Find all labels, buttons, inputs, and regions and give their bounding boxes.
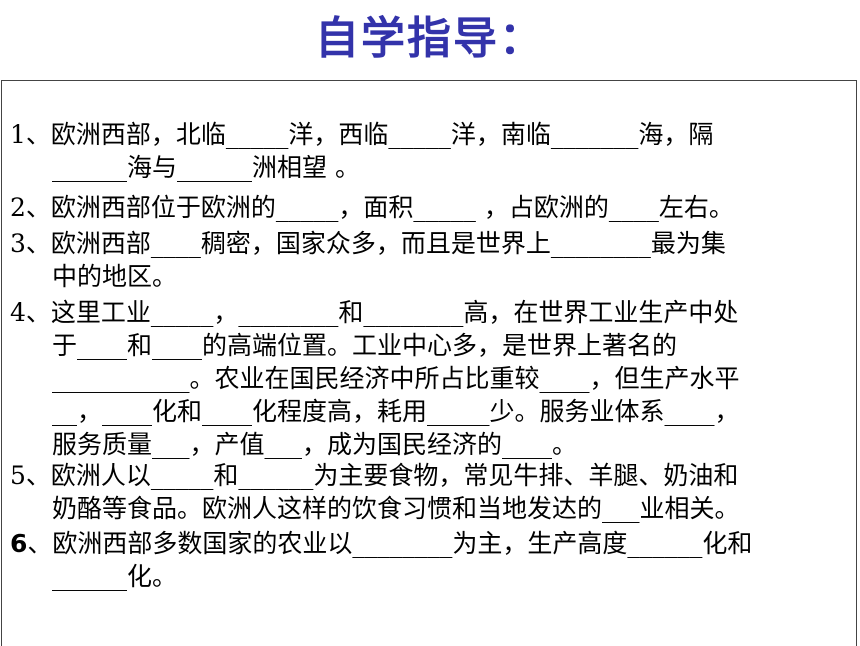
question-5: 5、欧洲人以_____和______为主要食物，常见牛排、羊腿、奶油和 奶酪等食… [10,459,850,525]
question-line: ______化。 [52,562,178,591]
question-line: 于____和____的高端位置。工业中心多，是世界上著名的 [52,331,678,360]
question-line: 5、欧洲人以_____和______为主要食物，常见牛排、羊腿、奶油和 [10,461,739,490]
question-line: 奶酪等食品。欧洲人这样的饮食习惯和当地发达的___业相关。 [52,494,740,523]
question-line: ______海与______洲相望 。 [52,153,360,182]
question-2: 2、欧洲西部位于欧洲的_____，面积_____ ，占欧洲的____左右。 [10,191,850,224]
question-4: 4、这里工业_____，________和________高，在世界工业生产中处… [10,296,850,461]
question-3: 3、欧洲西部____稠密，国家众多，而且是世界上________最为集 中的地区… [10,227,850,293]
question-line: 1、欧洲西部，北临_____洋，西临_____洋，南临_______海，隔 [10,120,714,149]
question-line: 2、欧洲西部位于欧洲的_____，面积_____ ，占欧洲的____左右。 [10,193,734,222]
question-line: 服务质量___，产值___，成为国民经济的____。 [52,430,578,459]
question-line: 6、欧洲西部多数国家的农业以________为主，生产高度______化和 [10,527,850,560]
question-number: 6 [10,529,28,558]
question-line: 3、欧洲西部____稠密，国家众多，而且是世界上________最为集 [10,229,726,258]
question-6: 6、欧洲西部多数国家的农业以________为主，生产高度______化和 __… [10,527,850,593]
question-line: __，____化和____化程度高，耗用_____少。服务业体系____， [52,397,740,426]
page-title: 自学指导： [315,13,545,64]
question-line: 中的地区。 [52,262,178,291]
question-line: ___________。农业在国民经济中所占比重较____，但生产水平 [52,364,740,393]
question-1: 1、欧洲西部，北临_____洋，西临_____洋，南临_______海，隔 __… [10,118,850,184]
question-line: 4、这里工业_____，________和________高，在世界工业生产中处 [10,298,739,327]
content-box [1,80,857,646]
question-text: 、欧洲西部多数国家的农业以________为主，生产高度______化和 [27,529,753,558]
